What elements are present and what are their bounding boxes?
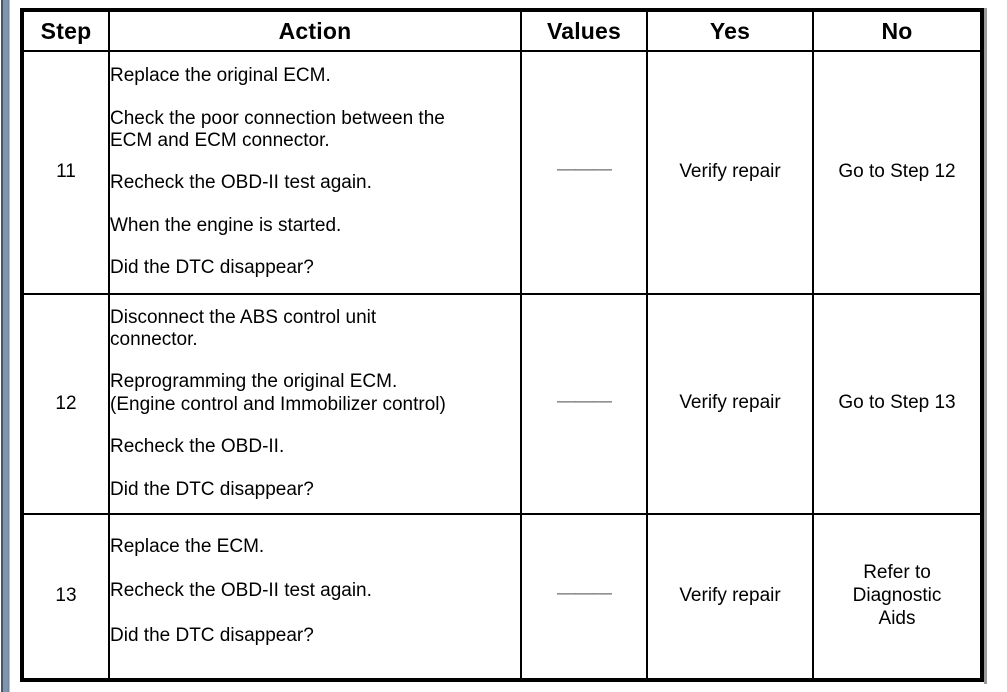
action-step-text: Recheck the OBD-II test again. bbox=[110, 580, 372, 602]
action-step-text: Reprogramming the original ECM. (Engine … bbox=[110, 371, 446, 415]
action-step-text: Did the DTC disappear? bbox=[110, 624, 314, 646]
step-number-cell: 13 bbox=[22, 512, 110, 681]
values-cell: ——— bbox=[520, 512, 648, 681]
column-header-no: No bbox=[812, 10, 982, 52]
no-value-dash: ——— bbox=[557, 390, 612, 412]
no-value-dash: ——— bbox=[557, 583, 612, 605]
yes-answer-cell: Verify repair bbox=[646, 50, 814, 295]
values-cell: ——— bbox=[520, 292, 648, 515]
action-step-text: Replace the original ECM. bbox=[110, 65, 331, 87]
action-step-text: Did the DTC disappear? bbox=[110, 478, 314, 500]
no-answer-cell: Refer to Diagnostic Aids bbox=[812, 512, 982, 681]
action-step-text: When the engine is started. bbox=[110, 214, 342, 236]
action-cell: Replace the ECM. Recheck the OBD-II test … bbox=[108, 512, 522, 681]
action-cell: Replace the original ECM. Check the poor … bbox=[108, 50, 522, 295]
no-answer-cell: Go to Step 13 bbox=[812, 292, 982, 515]
no-answer-cell: Go to Step 12 bbox=[812, 50, 982, 295]
step-number-cell: 11 bbox=[22, 50, 110, 295]
yes-answer-cell: Verify repair bbox=[646, 512, 814, 681]
column-header-action: Action bbox=[108, 10, 522, 52]
column-header-yes: Yes bbox=[646, 10, 814, 52]
action-step-text: Recheck the OBD-II test again. bbox=[110, 172, 372, 194]
action-step-text: Recheck the OBD-II. bbox=[110, 436, 285, 458]
table-header-row: Step Action Values Yes No bbox=[22, 10, 982, 52]
action-step-text: Replace the ECM. bbox=[110, 535, 265, 557]
step-number-cell: 12 bbox=[22, 292, 110, 515]
action-step-text: Disconnect the ABS control unit connecto… bbox=[110, 306, 377, 350]
action-step-text: Check the poor connection between the EC… bbox=[110, 107, 445, 151]
table-header: Step Action Values Yes No bbox=[22, 10, 982, 52]
values-cell: ——— bbox=[520, 50, 648, 295]
column-header-values: Values bbox=[520, 10, 648, 52]
action-cell: Disconnect the ABS control unit connecto… bbox=[108, 292, 522, 515]
column-header-step: Step bbox=[22, 10, 110, 52]
no-value-dash: ——— bbox=[557, 159, 612, 181]
yes-answer-cell: Verify repair bbox=[646, 292, 814, 515]
page-spine-decoration bbox=[0, 0, 11, 692]
page-edge-shadow bbox=[984, 8, 987, 684]
action-step-text: Did the DTC disappear? bbox=[110, 257, 314, 279]
